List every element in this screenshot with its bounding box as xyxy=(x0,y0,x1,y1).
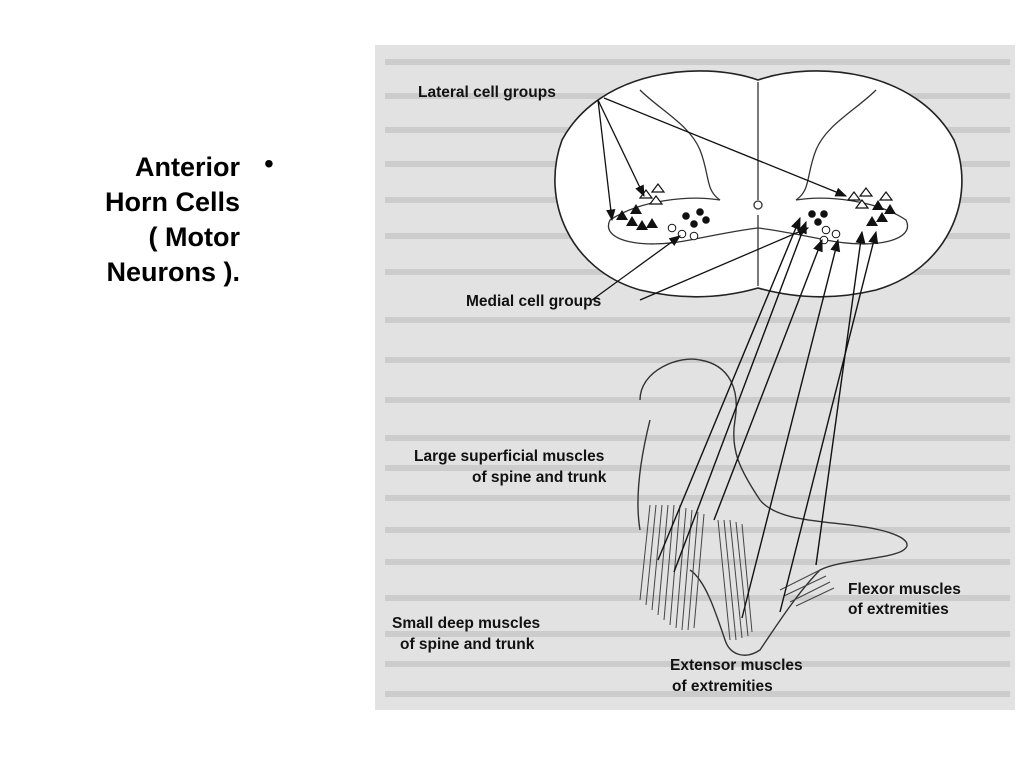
label-lateral-cell-groups: Lateral cell groups xyxy=(418,84,556,101)
label-medial-cell-groups: Medial cell groups xyxy=(466,293,601,310)
diagram-labels: Lateral cell groups Medial cell groups L… xyxy=(392,84,961,695)
title-line-2: Horn Cells xyxy=(104,187,240,218)
motor-pathway-arrows xyxy=(657,216,879,619)
right-medial-cells xyxy=(808,210,841,245)
left-medial-cells xyxy=(667,208,710,241)
bullet-point: • xyxy=(264,148,274,179)
right-lateral-cells xyxy=(866,200,896,226)
diagram-svg: Lateral cell groups Medial cell groups L… xyxy=(385,59,1010,697)
label-small-deep-1: Small deep muscles xyxy=(392,615,540,632)
label-extensor-2: of extremities xyxy=(672,678,773,695)
title-line-1: Anterior xyxy=(134,152,240,182)
label-small-deep-2: of spine and trunk xyxy=(400,636,535,653)
title-line-4: Neurons ). xyxy=(106,257,240,288)
slide-title: Anterior Horn Cells ( Motor Neurons ). xyxy=(40,150,240,290)
body-figure xyxy=(637,358,908,656)
label-extensor-1: Extensor muscles xyxy=(670,657,803,674)
label-pointer-lines xyxy=(591,97,848,301)
spinal-cord-diagram: Lateral cell groups Medial cell groups L… xyxy=(375,45,1015,710)
left-lateral-cells xyxy=(616,204,658,230)
right-lateral-open-cells xyxy=(846,187,894,209)
label-flexor-2: of extremities xyxy=(848,601,949,618)
muscle-fibers xyxy=(639,504,835,641)
left-lateral-open-cells xyxy=(638,183,666,205)
title-line-3: ( Motor xyxy=(148,222,240,253)
label-flexor-1: Flexor muscles xyxy=(848,581,961,598)
label-large-superficial-1: Large superficial muscles xyxy=(414,448,604,465)
background-text-texture xyxy=(385,59,1010,697)
label-large-superficial-2: of spine and trunk xyxy=(472,469,607,486)
